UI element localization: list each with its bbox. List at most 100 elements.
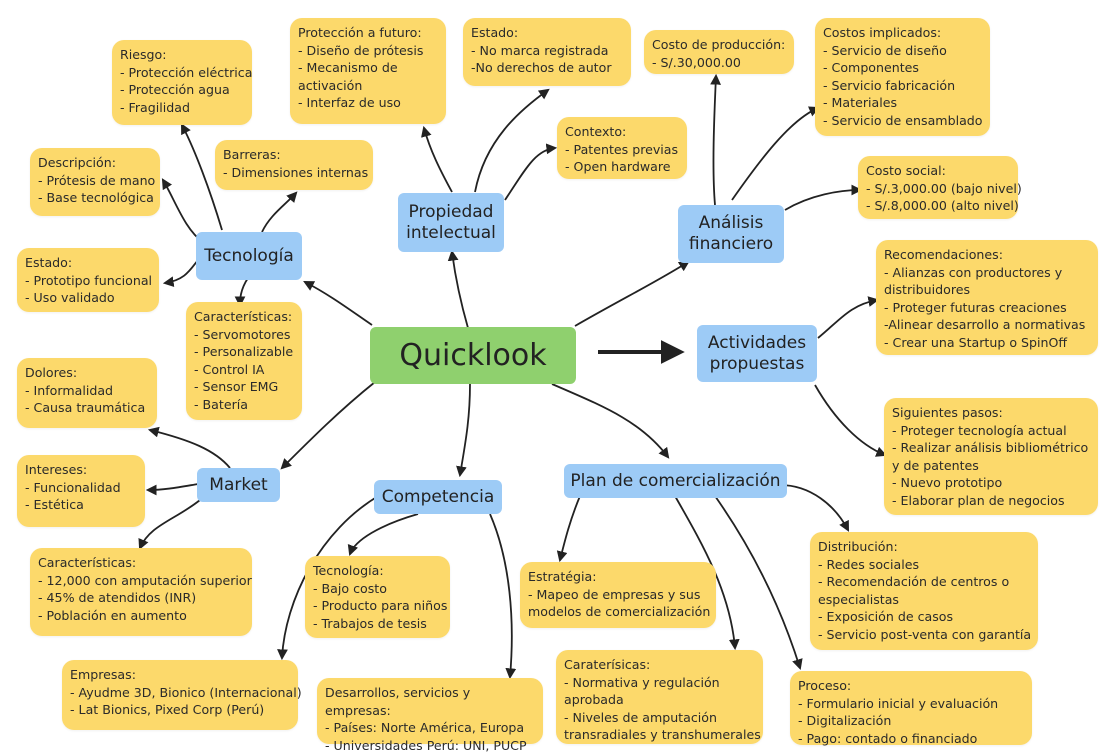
node-label: Competencia (382, 487, 494, 508)
note-item: - Proteger tecnología actual (892, 422, 1090, 440)
note-item: - Pago: contado o financiado (798, 730, 1024, 748)
note-contexto: Contexto: - Patentes previas - Open hard… (557, 117, 687, 179)
note-item: - Open hardware (565, 158, 679, 176)
note-distribucion: Distribución: - Redes sociales - Recomen… (810, 532, 1038, 650)
note-title: Protección a futuro: (298, 24, 438, 42)
note-item: - Prótesis de mano (38, 172, 152, 190)
note-item: - Causa traumática (25, 399, 149, 417)
note-item: - Prototipo funcional (25, 272, 151, 290)
note-title: Intereses: (25, 461, 137, 479)
note-title: Riesgo: (120, 46, 244, 64)
link-analisis-social (785, 190, 860, 210)
note-item: - Redes sociales (818, 556, 1030, 574)
note-item: - Dimensiones internas (223, 164, 365, 182)
node-market[interactable]: Market (197, 468, 280, 502)
central-topic-label: Quicklook (399, 338, 546, 373)
note-costo-produccion: Costo de producción: - S/.30,000.00 (644, 30, 794, 74)
note-costos-implicados: Costos implicados: - Servicio de diseño … (815, 18, 990, 136)
note-title: Tecnología: (313, 562, 442, 580)
note-item: transradiales y transhumerales (564, 726, 755, 744)
note-item: - Patentes previas (565, 141, 679, 159)
note-item: - Informalidad (25, 382, 149, 400)
note-item: - Protección agua (120, 81, 244, 99)
note-item: - Servicio fabricación (823, 77, 982, 95)
note-item: -Alinear desarrollo a normativas (884, 316, 1090, 334)
node-label: Análisis (699, 213, 764, 234)
note-item: - Servicio de ensamblado (823, 112, 982, 130)
node-label: Actividades (708, 333, 806, 354)
note-title: Estado: (25, 254, 151, 272)
link-mkt-caract (140, 500, 200, 548)
node-label: Market (209, 475, 267, 496)
note-intereses: Intereses: - Funcionalidad - Estética (17, 455, 145, 527)
node-propiedad-intelectual[interactable]: Propiedad intelectual (398, 193, 504, 252)
note-item: - Bajo costo (313, 580, 442, 598)
note-item: - Servicio post-venta con garantía (818, 626, 1030, 644)
node-label: Plan de comercialización (570, 471, 780, 492)
note-title: Recomendaciones: (884, 246, 1090, 264)
note-item: - Servomotores (194, 326, 294, 344)
note-caracteristicas-tecnologia: Características: - Servomotores - Person… (186, 302, 302, 420)
note-item: - Materiales (823, 94, 982, 112)
node-analisis-financiero[interactable]: Análisis financiero (678, 205, 784, 263)
note-item: - Servicio de diseño (823, 42, 982, 60)
note-item: - Trabajos de tesis (313, 615, 442, 633)
link-analisis-costos (732, 108, 818, 200)
note-item: - Uso validado (25, 289, 151, 307)
note-item: - Diseño de prótesis (298, 42, 438, 60)
node-actividades-propuestas[interactable]: Actividades propuestas (697, 325, 817, 382)
note-item: - Universidades Perú: UNI, PUCP (325, 737, 535, 754)
note-estado-pi: Estado: - No marca registrada -No derech… (463, 18, 631, 86)
note-item: distribuidores (884, 281, 1090, 299)
note-riesgo: Riesgo: - Protección eléctrica - Protecc… (112, 40, 252, 125)
node-tecnologia[interactable]: Tecnología (196, 232, 302, 280)
note-item: - Crear una Startup o SpinOff (884, 334, 1090, 352)
link-center-analisis (575, 262, 688, 326)
note-item: - Batería (194, 396, 294, 414)
link-center-competencia (460, 384, 470, 475)
note-item: - Recomendación de centros o (818, 573, 1030, 591)
link-tec-barreras (262, 193, 296, 232)
note-item: - S/.3,000.00 (bajo nivel) (866, 180, 1010, 198)
note-item: - Lat Bionics, Pixed Corp (Perú) (70, 701, 290, 719)
note-item: - Proteger futuras creaciones (884, 299, 1090, 317)
node-competencia[interactable]: Competencia (374, 480, 502, 514)
note-title: Caraterísicas: (564, 656, 755, 674)
note-item: - Nuevo prototipo (892, 474, 1090, 492)
note-item: - Alianzas con productores y (884, 264, 1090, 282)
note-estrategia: Estratégia: - Mapeo de empresas y sus mo… (520, 562, 716, 628)
note-item: - S/.30,000.00 (652, 54, 786, 72)
note-item: - Base tecnológica (38, 189, 152, 207)
note-item: - Estética (25, 496, 137, 514)
note-title: Proceso: (798, 677, 1024, 695)
note-item: - Interfaz de uso (298, 94, 438, 112)
note-title: Costo de producción: (652, 36, 786, 54)
note-title: Contexto: (565, 123, 679, 141)
note-title: Descripción: (38, 154, 152, 172)
note-item: - 12,000 con amputación superior (38, 572, 244, 590)
note-empresas: Empresas: - Ayudme 3D, Bionico (Internac… (62, 660, 298, 730)
note-dolores: Dolores: - Informalidad - Causa traumáti… (17, 358, 157, 428)
note-carateristicas-plan: Caraterísicas: - Normativa y regulación … (556, 650, 763, 744)
link-tec-estado (165, 260, 198, 283)
note-item: - Control IA (194, 361, 294, 379)
note-item: - 45% de atendidos (INR) (38, 589, 244, 607)
link-tec-caract (240, 278, 248, 305)
node-label: Propiedad (409, 202, 494, 223)
link-comp-tec (350, 514, 418, 554)
note-tecnologia-competencia: Tecnología: - Bajo costo - Producto para… (305, 556, 450, 638)
note-title: Características: (38, 554, 244, 572)
note-item: - Personalizable (194, 343, 294, 361)
node-label: intelectual (406, 223, 496, 244)
note-item: modelos de comercialización (528, 603, 708, 621)
note-item: - Componentes (823, 59, 982, 77)
link-propiedad-estado (475, 90, 548, 192)
note-item: - Población en aumento (38, 607, 244, 625)
note-title: Características: (194, 308, 294, 326)
link-act-recom (818, 300, 877, 338)
link-analisis-costo (713, 76, 716, 205)
note-desarrollos: Desarrollos, servicios y empresas: - Paí… (317, 678, 543, 744)
central-topic[interactable]: Quicklook (370, 327, 576, 384)
node-plan-comercializacion[interactable]: Plan de comercialización (564, 464, 787, 498)
note-proceso: Proceso: - Formulario inicial y evaluaci… (790, 671, 1032, 745)
